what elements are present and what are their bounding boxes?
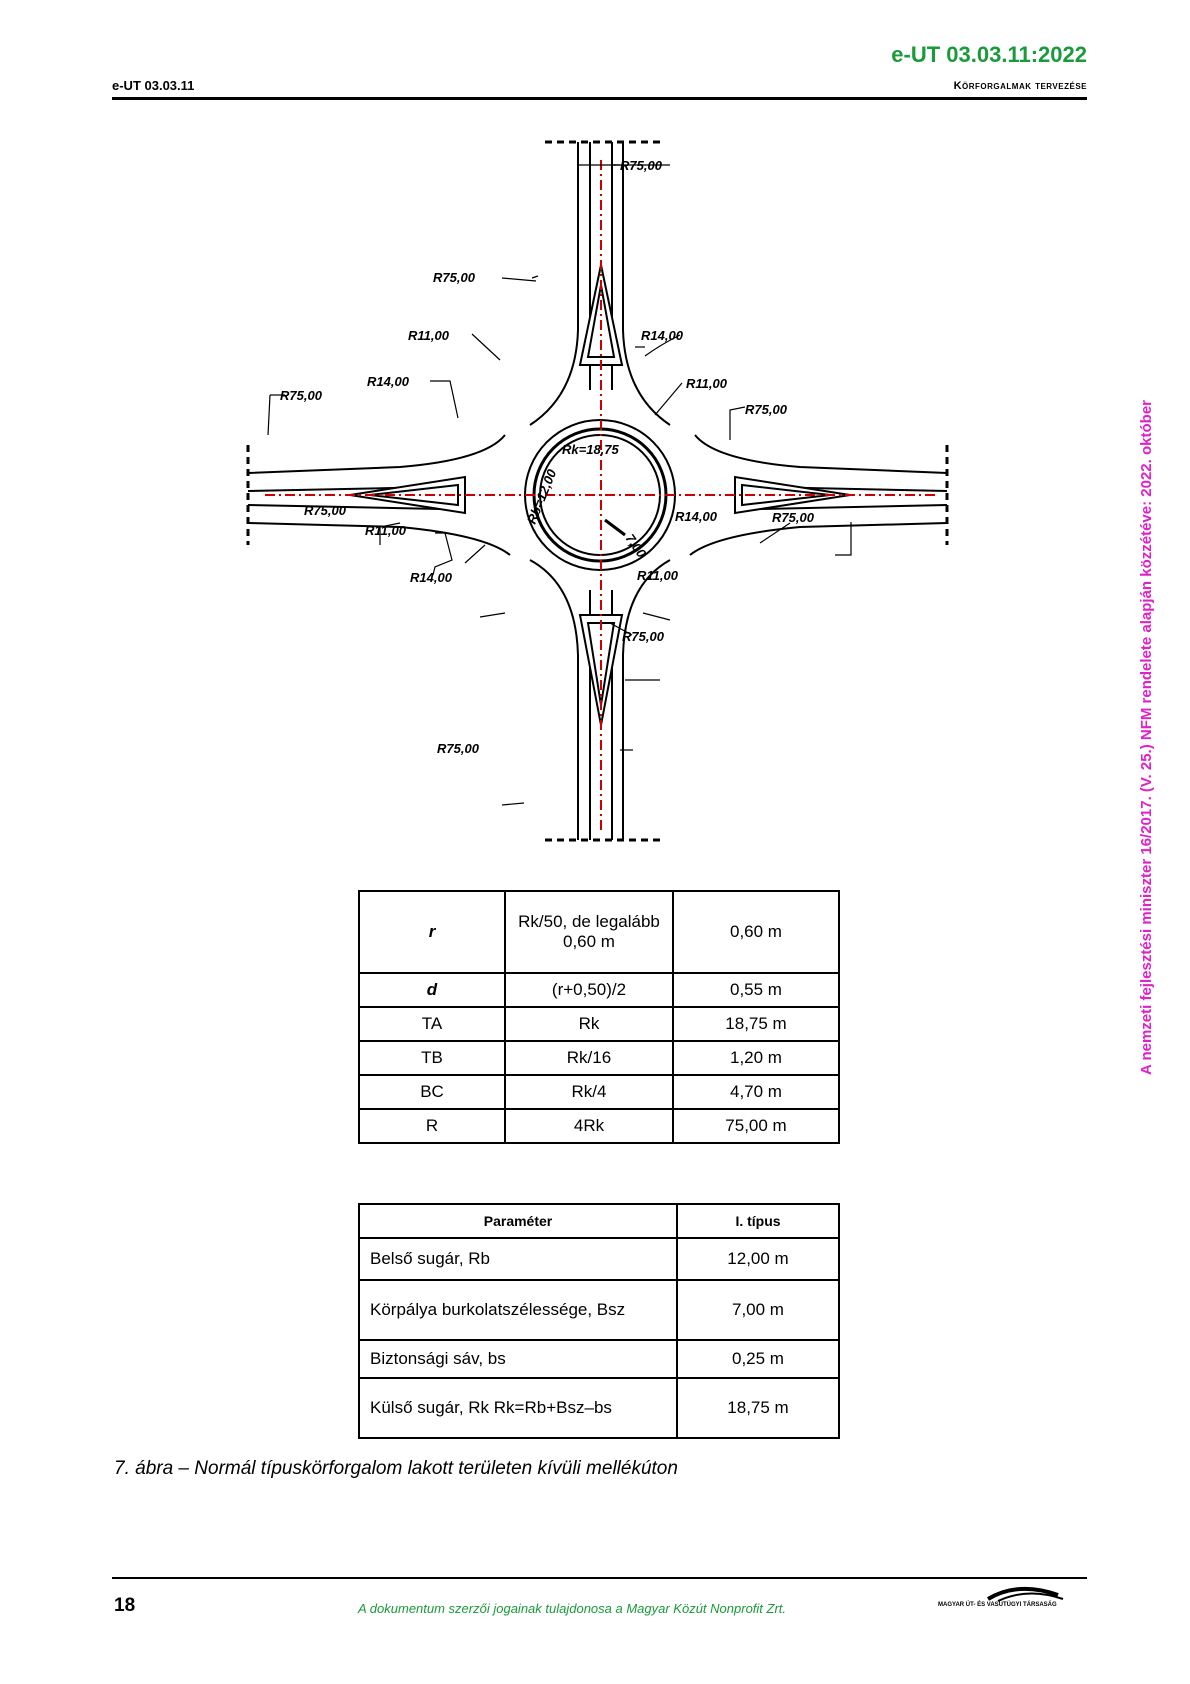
param-cell: r [358, 890, 506, 974]
figure-caption: 7. ábra – Normál típuskörforgalom lakott… [114, 1458, 678, 1479]
formula-cell: Rk/16 [504, 1040, 674, 1076]
copyright-notice: A dokumentum szerzői jogainak tulajdonos… [358, 1601, 787, 1616]
road-outlines [247, 142, 948, 840]
label-r75-lower-left: R75,00 [304, 503, 347, 518]
param-value: 7,00 m [676, 1279, 840, 1341]
publisher-logo-icon [986, 1586, 1064, 1602]
label-r75-bottom-right: R75,00 [622, 629, 665, 644]
label-rb: Rb=12,00 [524, 467, 560, 527]
roundabout-drawing: R75,00 R75,00 R11,00 R14,00 R14,00 R11,0… [246, 140, 949, 842]
param-cell: BC [358, 1074, 506, 1110]
table-row: Külső sugár, Rk Rk=Rb+Bsz–bs 18,75 m [358, 1377, 840, 1439]
table-row: R 4Rk 75,00 m [358, 1108, 840, 1144]
road-end-markers [246, 140, 949, 842]
table-row: r Rk/50, de legalább 0,60 m 0,60 m [358, 890, 840, 974]
footer-rule [112, 1577, 1087, 1579]
param-cell: TB [358, 1040, 506, 1076]
param-cell: TA [358, 1006, 506, 1042]
table-row: Biztonsági sáv, bs 0,25 m [358, 1339, 840, 1379]
label-r75-left: R75,00 [280, 388, 323, 403]
param-label: Belső sugár, Rb [358, 1237, 678, 1281]
publisher-name: MAGYAR ÚT- ÉS VASÚTÜGYI TÁRSASÁG [938, 1602, 1057, 1608]
document-code: e-UT 03.03.11:2022 [891, 42, 1087, 67]
label-r14-lower-right: R14,00 [675, 509, 718, 524]
formula-cell: Rk/4 [504, 1074, 674, 1110]
formula-cell: Rk [504, 1006, 674, 1042]
label-r75-right: R75,00 [745, 402, 788, 417]
header-left: e-UT 03.03.11 [112, 78, 195, 93]
header-title: Körforgalmak tervezése [953, 80, 1087, 92]
label-r14-left: R14,00 [367, 374, 410, 389]
table-row: TB Rk/16 1,20 m [358, 1040, 840, 1076]
value-cell: 0,55 m [672, 972, 840, 1008]
column-header: I. típus [676, 1203, 840, 1239]
label-r11-right: R11,00 [686, 376, 728, 391]
label-r75-top: R75,00 [620, 158, 663, 173]
table-row: Belső sugár, Rb 12,00 m [358, 1237, 840, 1281]
parameter-table: Paraméter I. típus Belső sugár, Rb 12,00… [358, 1203, 840, 1439]
page-number: 18 [114, 1595, 136, 1616]
leader-lines [267, 164, 852, 806]
width-dimension [604, 518, 626, 537]
header-rule [112, 97, 1087, 100]
formula-cell: (r+0,50)/2 [504, 972, 674, 1008]
label-r11-bottom-right: R11,00 [637, 568, 679, 583]
publication-note: A nemzeti fejlesztési miniszter 16/2017.… [1138, 400, 1155, 1075]
label-r75-upper-left: R75,00 [433, 270, 476, 285]
roundabout-diagram: R75,00 R75,00 R11,00 R14,00 R14,00 R11,0… [240, 135, 960, 860]
center-axes [265, 160, 935, 830]
column-header: Paraméter [358, 1203, 678, 1239]
param-value: 0,25 m [676, 1339, 840, 1379]
geometry-table: r Rk/50, de legalább 0,60 m 0,60 m d (r+… [358, 890, 840, 1144]
param-label: Külső sugár, Rk Rk=Rb+Bsz–bs [358, 1377, 678, 1439]
value-cell: 0,60 m [672, 890, 840, 974]
label-r14-upper-right: R14,00 [641, 328, 684, 343]
label-r14-bottom-left: R14,00 [410, 570, 453, 585]
param-label: Biztonsági sáv, bs [358, 1339, 678, 1379]
label-r75-lower-right: R75,00 [772, 510, 815, 525]
table-row: BC Rk/4 4,70 m [358, 1074, 840, 1110]
label-r75-bottom: R75,00 [437, 741, 480, 756]
formula-cell: 4Rk [504, 1108, 674, 1144]
value-cell: 75,00 m [672, 1108, 840, 1144]
table-row: Körpálya burkolatszélessége, Bsz 7,00 m [358, 1279, 840, 1341]
param-label: Körpálya burkolatszélessége, Bsz [358, 1279, 678, 1341]
table-header-row: Paraméter I. típus [358, 1203, 840, 1239]
table-row: TA Rk 18,75 m [358, 1006, 840, 1042]
param-value: 18,75 m [676, 1377, 840, 1439]
param-value: 12,00 m [676, 1237, 840, 1281]
value-cell: 1,20 m [672, 1040, 840, 1076]
value-cell: 4,70 m [672, 1074, 840, 1110]
value-cell: 18,75 m [672, 1006, 840, 1042]
label-rk: Rk=18,75 [562, 442, 620, 457]
param-cell: d [358, 972, 506, 1008]
formula-cell: Rk/50, de legalább 0,60 m [504, 890, 674, 974]
label-r11-upper-left: R11,00 [408, 328, 450, 343]
label-r11-lower-left: R11,00 [365, 523, 407, 538]
table-row: d (r+0,50)/2 0,55 m [358, 972, 840, 1008]
param-cell: R [358, 1108, 506, 1144]
